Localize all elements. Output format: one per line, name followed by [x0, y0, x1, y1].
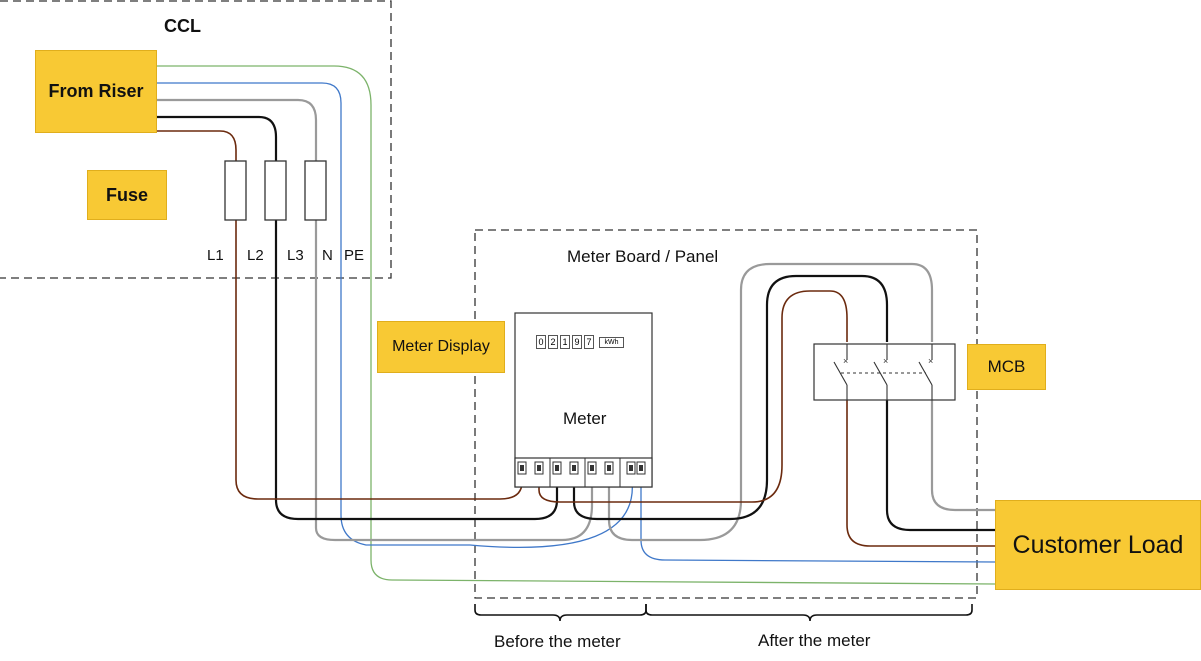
customer-load-box: Customer Load: [995, 500, 1201, 590]
pe-wire: [157, 65, 996, 585]
meter-label: Meter: [563, 409, 607, 428]
fuse-l2: [264, 160, 287, 221]
meter-digit: 0: [536, 335, 546, 349]
fuse-l1: [224, 160, 247, 221]
meter-unit: kWh: [599, 336, 624, 348]
before-meter-label: Before the meter: [494, 632, 621, 651]
neutral-wire: [157, 82, 633, 548]
neutral-wire-out: [640, 481, 996, 563]
svg-text:×: ×: [883, 356, 888, 366]
meter-board-title: Meter Board / Panel: [567, 247, 719, 266]
ccl-title: CCL: [164, 16, 201, 36]
meter-digit: 7: [584, 335, 594, 349]
conductor-label-l3: L3: [287, 247, 304, 264]
meter-board-enclosure: [474, 229, 978, 599]
after-meter-label: After the meter: [758, 631, 871, 650]
l1-wire-load: [846, 400, 995, 547]
fuse-label: Fuse: [105, 184, 148, 205]
after-meter-bracket: [645, 604, 973, 622]
meter-digit: 2: [548, 335, 558, 349]
l2-wire-load: [885, 400, 995, 532]
l2-wire-out: [572, 274, 889, 521]
fuse-l3: [304, 160, 327, 221]
customer-load-label: Customer Load: [1012, 530, 1184, 559]
meter-display-box: Meter Display: [377, 321, 505, 373]
before-meter-bracket: [474, 604, 647, 622]
l2-wire: [157, 115, 559, 521]
l1-wire-out: [538, 290, 848, 503]
l3-wire-out: [607, 262, 934, 542]
ccl-enclosure: [0, 0, 392, 279]
meter-display-label: Meter Display: [392, 338, 490, 355]
from-riser-box: From Riser: [35, 50, 157, 133]
l1-wire: [157, 130, 523, 500]
mcb-body: [813, 343, 956, 401]
l3-wire-load: [930, 400, 995, 512]
mcb-label: MCB: [987, 357, 1026, 376]
from-riser-label: From Riser: [48, 81, 144, 101]
mcb-switches: [833, 344, 933, 400]
meter-readout: 0 2 1 9 7 kWh: [536, 335, 624, 349]
meter-digit: 9: [572, 335, 582, 349]
fuse-box: Fuse: [87, 170, 167, 220]
conductor-label-n: N: [322, 247, 333, 264]
mcb-box: MCB: [967, 344, 1046, 390]
conductor-label-l1: L1: [207, 247, 224, 264]
conductor-label-pe: PE: [344, 247, 365, 264]
svg-text:×: ×: [928, 356, 933, 366]
l3-wire: [157, 98, 594, 542]
svg-text:×: ×: [843, 356, 848, 366]
conductor-label-l2: L2: [247, 247, 264, 264]
meter-digit: 1: [560, 335, 570, 349]
